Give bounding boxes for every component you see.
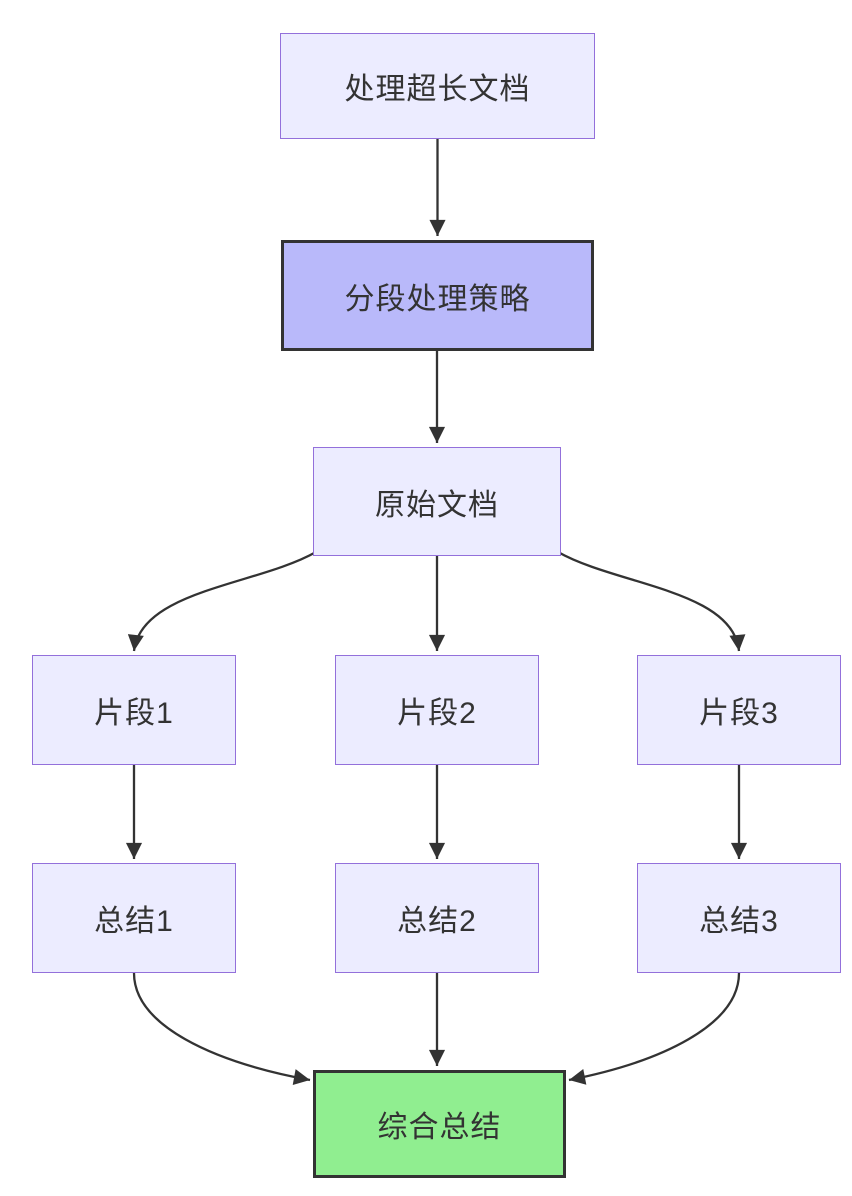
- node-summary-1: 总结1: [32, 863, 236, 973]
- node-fragment-3: 片段3: [637, 655, 841, 765]
- node-fragment-2: 片段2: [335, 655, 539, 765]
- edge-summary-3-to-combined: [568, 972, 741, 1085]
- edge-original-to-fragment-1: [127, 551, 317, 652]
- node-combined-summary: 综合总结: [313, 1070, 566, 1178]
- node-original-document: 原始文档: [313, 447, 561, 556]
- node-process-long-document: 处理超长文档: [280, 33, 595, 139]
- edge-original-to-fragment-3: [557, 551, 746, 652]
- edge-summary-1-to-combined: [132, 972, 311, 1086]
- node-summary-2: 总结2: [335, 863, 539, 973]
- node-summary-3: 总结3: [637, 863, 841, 973]
- node-fragment-1: 片段1: [32, 655, 236, 765]
- node-segmented-processing-strategy: 分段处理策略: [281, 240, 594, 351]
